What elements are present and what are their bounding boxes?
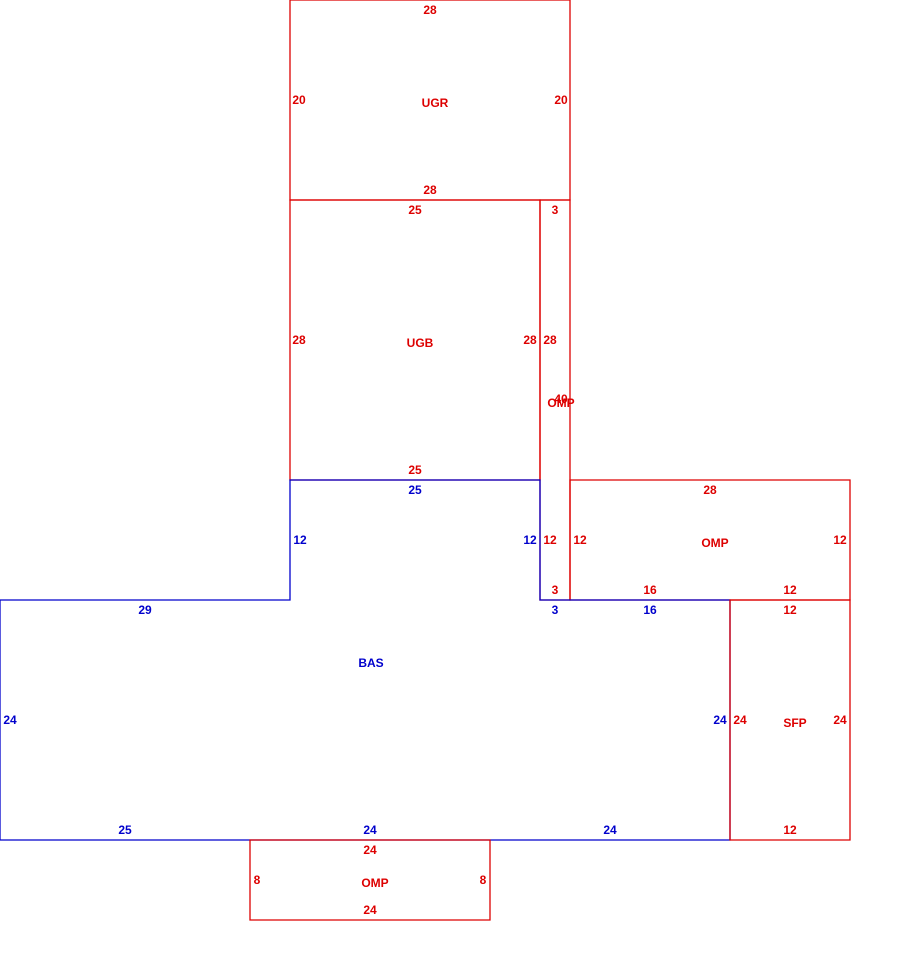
area-sfp-dim-right: 24 [833, 713, 847, 727]
area-omp-right-dim-bottom-left: 16 [643, 583, 657, 597]
area-ugr-dim-top: 28 [423, 3, 437, 17]
area-omp-strip-dim-top: 3 [552, 203, 559, 217]
area-bas-dim-bottom-left: 25 [118, 823, 132, 837]
area-sfp-dim-top: 12 [783, 603, 797, 617]
area-omp-bottom: OMP 24 8 8 24 [249, 839, 491, 921]
area-omp-right-dim-left: 12 [573, 533, 587, 547]
area-sfp-dim-bottom: 12 [783, 823, 797, 837]
area-ugr: UGR 28 20 20 28 [289, 0, 571, 201]
area-bas-dim-right-wing: 12 [523, 533, 537, 547]
area-ugb-label: UGB [407, 336, 434, 350]
area-bas-dim-top-notch: 3 [552, 603, 559, 617]
area-ugb-dim-top: 25 [408, 203, 422, 217]
area-omp-strip-dim-left: 28 [543, 333, 557, 347]
area-ugr-dim-bottom: 28 [423, 183, 437, 197]
area-ugb-dim-bottom: 25 [408, 463, 422, 477]
area-ugb-dim-right: 28 [523, 333, 537, 347]
area-omp-right-dim-right: 12 [833, 533, 847, 547]
area-omp-bottom-outline [249, 839, 491, 921]
area-omp-bottom-dim-bottom: 24 [363, 903, 377, 917]
area-ugr-label: UGR [422, 96, 449, 110]
area-omp-bottom-dim-top: 24 [363, 843, 377, 857]
area-bas-dim-top-wing: 25 [408, 483, 422, 497]
area-bas-dim-bottom-mid: 24 [363, 823, 377, 837]
area-sfp: SFP 12 24 24 12 [729, 599, 851, 841]
area-sfp-outline [729, 599, 851, 841]
area-bas-label: BAS [358, 656, 383, 670]
area-bas: BAS 25 12 12 29 3 16 24 24 25 24 24 [0, 479, 731, 841]
area-omp-bottom-label: OMP [361, 876, 388, 890]
area-ugr-dim-right: 20 [554, 93, 568, 107]
area-omp-right-dim-top: 28 [703, 483, 717, 497]
area-ugb: UGB 25 28 28 25 [289, 199, 541, 481]
area-omp-right-label: OMP [701, 536, 728, 550]
area-bas-dim-left: 24 [3, 713, 17, 727]
area-bas-dim-left-wing: 12 [293, 533, 307, 547]
area-omp-strip-dim-left-lower: 12 [543, 533, 557, 547]
area-ugr-dim-left: 20 [292, 93, 306, 107]
area-bas-dim-bottom-right: 24 [603, 823, 617, 837]
area-omp-bottom-dim-left: 8 [254, 873, 261, 887]
area-omp-strip-label: OMP [547, 396, 574, 410]
area-bas-dim-top-left: 29 [138, 603, 152, 617]
area-bas-dim-top-right: 16 [643, 603, 657, 617]
area-omp-right: OMP 28 12 12 16 12 [569, 479, 851, 601]
area-bas-dim-right: 24 [713, 713, 727, 727]
area-sfp-dim-left: 24 [733, 713, 747, 727]
area-ugb-dim-left: 28 [292, 333, 306, 347]
area-omp-strip-dim-bottom: 3 [552, 583, 559, 597]
area-omp-bottom-dim-right: 8 [480, 873, 487, 887]
area-omp-right-dim-bottom-right: 12 [783, 583, 797, 597]
area-omp-strip-dim-right: 40 [554, 392, 568, 406]
area-sfp-label: SFP [783, 716, 806, 730]
